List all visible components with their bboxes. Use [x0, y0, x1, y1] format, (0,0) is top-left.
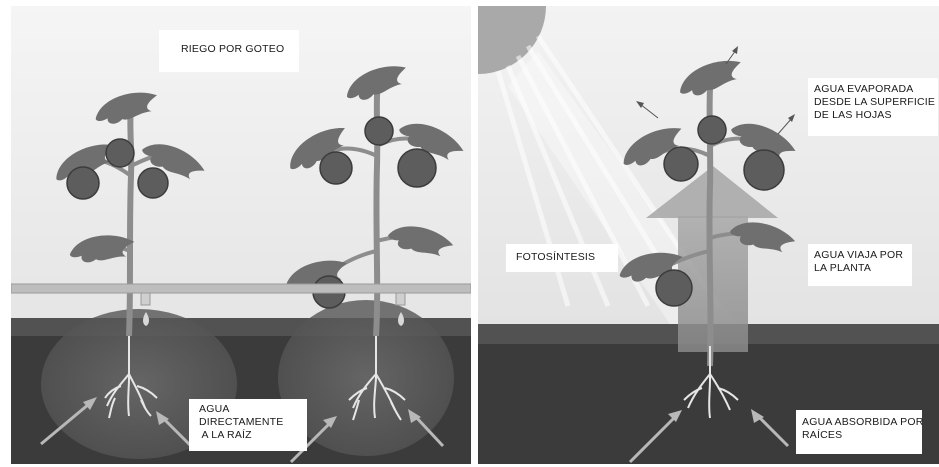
water-cycle-plant-panel: AGUA EVAPORADA DESDE LA SUPERFICIE DE LA…: [478, 6, 939, 464]
drip-irrigation-panel: RIEGO POR GOTEO AGUA DIRECTAMENTE A LA R…: [11, 6, 471, 464]
root-absorption-label: AGUA ABSORBIDA POR RAÍCES: [796, 410, 922, 454]
drip-irrigation-title: RIEGO POR GOTEO: [159, 30, 299, 72]
plant-water-transport-illustration: [478, 6, 939, 464]
drip-irrigation-illustration: [11, 6, 471, 464]
evaporation-label: AGUA EVAPORADA DESDE LA SUPERFICIE DE LA…: [808, 78, 938, 136]
photosynthesis-label: FOTOSÍNTESIS: [506, 244, 618, 272]
root-water-label: AGUA DIRECTAMENTE A LA RAÍZ: [189, 399, 307, 451]
water-transport-label: AGUA VIAJA POR LA PLANTA: [808, 244, 912, 286]
